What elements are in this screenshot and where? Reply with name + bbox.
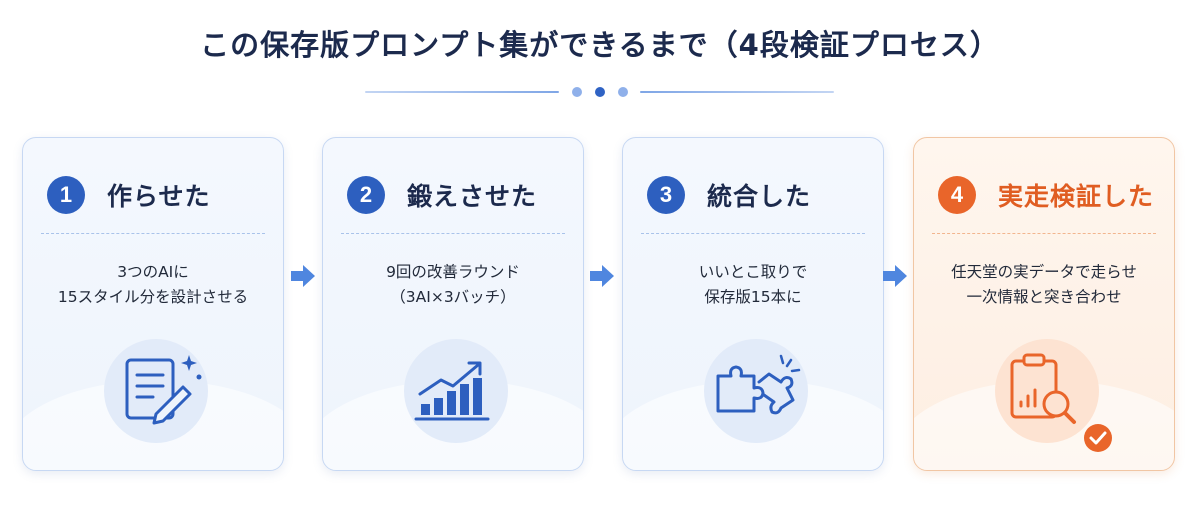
bar-chart-growth-icon <box>414 361 490 421</box>
step-description: いいとこ取りで 保存版15本に <box>623 260 883 310</box>
description-line: いいとこ取りで <box>698 263 808 281</box>
description-line: 保存版15本に <box>704 288 802 306</box>
step-number-badge: 1 <box>47 176 85 214</box>
icon-background <box>104 339 208 443</box>
description-line: 任天堂の実データで走らせ <box>951 263 1137 281</box>
dashed-divider <box>341 233 565 234</box>
description-line: 一次情報と突き合わせ <box>966 288 1122 306</box>
dashed-divider <box>932 233 1156 234</box>
description-line: 15スタイル分を設計させる <box>57 288 249 306</box>
step-header: 3 統合した <box>647 176 811 214</box>
divider-line-left <box>365 91 559 93</box>
step-description: 任天堂の実データで走らせ 一次情報と突き合わせ <box>914 260 1174 310</box>
arrow-right-icon <box>883 265 907 287</box>
divider-dot <box>572 87 582 97</box>
icon-background <box>704 339 808 443</box>
dashed-divider <box>641 233 865 234</box>
title-divider <box>0 86 1200 98</box>
description-line: 9回の改善ラウンド <box>386 263 520 281</box>
puzzle-icon <box>716 354 801 415</box>
step-title: 作らせた <box>107 182 211 211</box>
description-line: 3つのAIに <box>117 263 189 281</box>
step-card-4: 4 実走検証した 任天堂の実データで走らせ 一次情報と突き合わせ <box>913 137 1175 471</box>
step-number-badge: 3 <box>647 176 685 214</box>
arrow-right-icon <box>291 265 315 287</box>
step-header: 4 実走検証した <box>938 176 1154 214</box>
step-title: 鍛えさせた <box>407 182 538 211</box>
document-edit-sparkle-icon <box>125 355 202 425</box>
step-description: 3つのAIに 15スタイル分を設計させる <box>23 260 283 310</box>
step-card-1: 1 作らせた 3つのAIに 15スタイル分を設計させる <box>22 137 284 471</box>
divider-line-right <box>640 91 834 93</box>
divider-dot <box>618 87 628 97</box>
step-header: 2 鍛えさせた <box>347 176 537 214</box>
step-card-2: 2 鍛えさせた 9回の改善ラウンド （3AI×3バッチ） <box>322 137 584 471</box>
step-title: 統合した <box>707 182 812 211</box>
divider-dot-active <box>595 87 605 97</box>
description-line: （3AI×3バッチ） <box>390 288 516 306</box>
dashed-divider <box>41 233 265 234</box>
arrow-right-icon <box>590 265 614 287</box>
step-number-badge: 2 <box>347 176 385 214</box>
step-card-3: 3 統合した いいとこ取りで 保存版15本に <box>622 137 884 471</box>
page-title: この保存版プロンプト集ができるまで（4段検証プロセス） <box>200 28 1000 62</box>
step-header: 1 作らせた <box>47 176 211 214</box>
step-number-badge: 4 <box>938 176 976 214</box>
step-description: 9回の改善ラウンド （3AI×3バッチ） <box>323 260 583 310</box>
clipboard-search-check-icon <box>1010 353 1112 452</box>
step-title: 実走検証した <box>998 182 1155 211</box>
